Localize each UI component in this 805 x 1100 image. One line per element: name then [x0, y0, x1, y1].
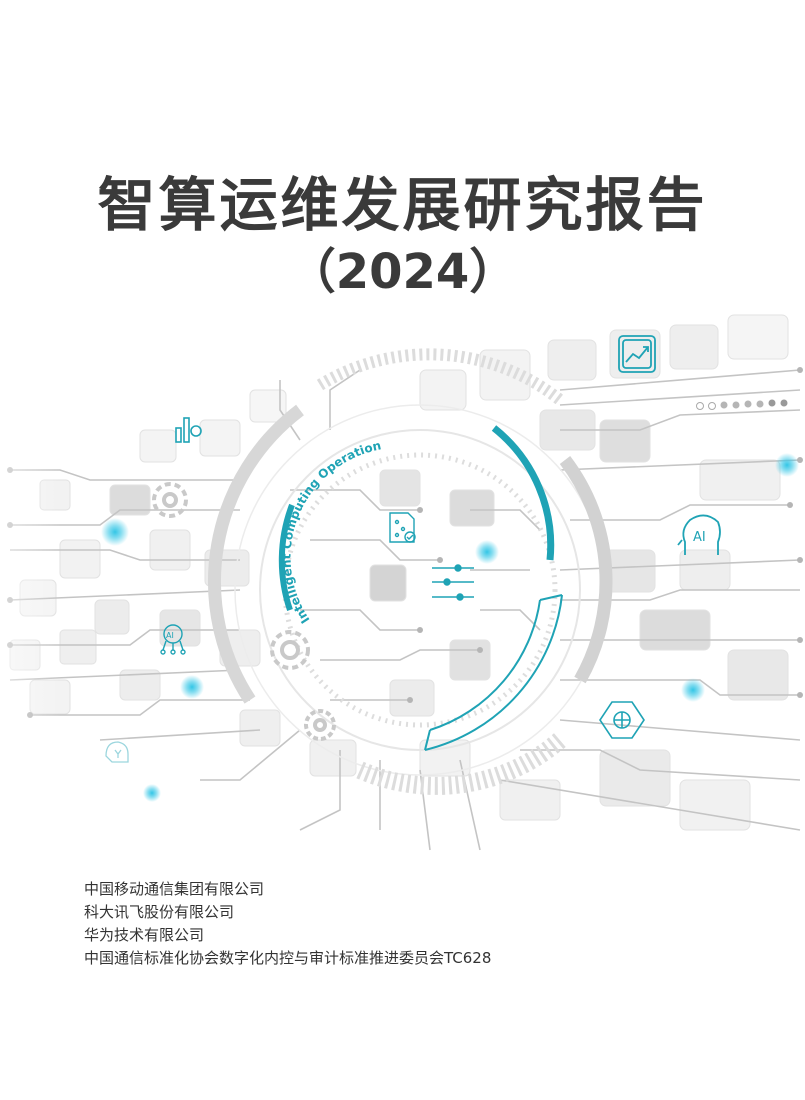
- sliders-icon: [432, 564, 474, 601]
- ai-chip-label: AI: [166, 631, 174, 640]
- ai-head-label: AI: [693, 530, 706, 545]
- bar-chart-icon: [175, 417, 202, 443]
- cover-illustration: Intelligent Computing Operation AI AI: [0, 310, 803, 870]
- report-year: （2024）: [287, 244, 518, 300]
- organization-item: 中国通信标准化协会数字化内控与审计标准推进委员会TC628: [84, 949, 492, 967]
- ai-head-icon: AI: [677, 514, 721, 555]
- brain-icon: [599, 701, 645, 739]
- document-check-icon: [389, 512, 416, 543]
- trend-chart-icon: [618, 335, 656, 373]
- organization-list: 中国移动通信集团有限公司 科大讯飞股份有限公司 华为技术有限公司 中国通信标准化…: [84, 878, 491, 970]
- accent-arcs: [278, 425, 563, 751]
- ai-chip-icon: AI: [160, 624, 186, 655]
- glow-dots: [101, 453, 799, 802]
- organization-item: 华为技术有限公司: [84, 926, 205, 944]
- head-profile-icon: [105, 741, 129, 763]
- organization-item: 科大讯飞股份有限公司: [84, 903, 235, 921]
- report-title: 智算运维发展研究报告: [97, 171, 708, 239]
- organization-item: 中国移动通信集团有限公司: [84, 880, 265, 898]
- gear-icon: [152, 482, 336, 741]
- background-tiles: [9, 314, 789, 831]
- outer-rings: [208, 348, 613, 795]
